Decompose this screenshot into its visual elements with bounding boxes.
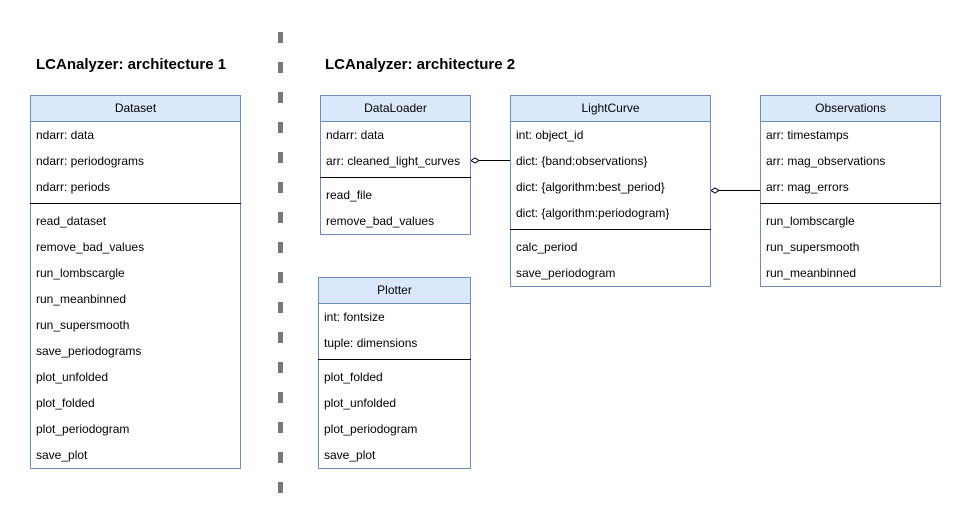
class-method: read_dataset bbox=[36, 214, 107, 228]
class-method: save_periodogram bbox=[516, 266, 616, 280]
class-attribute: int: object_id bbox=[516, 128, 584, 142]
class-method: run_supersmooth bbox=[36, 318, 130, 332]
class-method: remove_bad_values bbox=[36, 240, 145, 254]
class-method: calc_period bbox=[516, 240, 578, 254]
aggregation-lightcurve-observations bbox=[710, 187, 761, 194]
class-method: run_meanbinned bbox=[36, 292, 127, 306]
class-method: run_meanbinned bbox=[766, 266, 857, 280]
class-attribute: ndarr: data bbox=[36, 128, 95, 142]
class-method: save_plot bbox=[36, 448, 88, 462]
class-method: read_file bbox=[326, 188, 373, 202]
class-name: DataLoader bbox=[321, 96, 470, 122]
class-dataset: Dataset ndarr: data ndarr: periodograms nda… bbox=[30, 95, 241, 469]
class-divider bbox=[318, 356, 471, 364]
class-method: plot_unfolded bbox=[324, 396, 397, 410]
class-attribute: dict: {band:observations} bbox=[516, 154, 648, 168]
class-divider bbox=[320, 174, 471, 182]
class-method: plot_folded bbox=[36, 396, 95, 410]
class-method: plot_periodogram bbox=[36, 422, 130, 436]
class-attribute: ndarr: periodograms bbox=[36, 154, 145, 168]
class-divider bbox=[760, 200, 941, 208]
class-observations: Observations arr: timestamps arr: mag_obse… bbox=[760, 95, 941, 287]
heading-architecture-2: LCAnalyzer: architecture 2 bbox=[325, 56, 516, 73]
class-method: run_lombscargle bbox=[36, 266, 125, 280]
class-attribute: int: fontsize bbox=[324, 310, 385, 324]
class-method: plot_folded bbox=[324, 370, 383, 384]
class-attribute: arr: mag_errors bbox=[766, 180, 849, 194]
class-name: Observations bbox=[761, 96, 940, 122]
class-attribute: tuple: dimensions bbox=[324, 336, 418, 350]
class-method: save_periodograms bbox=[36, 344, 142, 358]
class-divider bbox=[510, 226, 711, 234]
class-method: save_plot bbox=[324, 448, 376, 462]
class-lightcurve: LightCurve int: object_id dict: {band:obse… bbox=[510, 95, 711, 287]
class-divider bbox=[30, 200, 241, 208]
class-name: Dataset bbox=[31, 96, 240, 122]
class-attribute: dict: {algorithm:periodogram} bbox=[516, 206, 670, 220]
class-name: Plotter bbox=[319, 278, 470, 304]
class-attribute: ndarr: data bbox=[326, 128, 385, 142]
class-attribute: ndarr: periods bbox=[36, 180, 111, 194]
class-method: remove_bad_values bbox=[326, 214, 435, 228]
class-attribute: arr: cleaned_light_curves bbox=[326, 154, 461, 168]
class-attribute: arr: timestamps bbox=[766, 128, 849, 142]
class-name: LightCurve bbox=[511, 96, 710, 122]
aggregation-dataloader-lightcurve bbox=[470, 157, 511, 164]
class-attribute: dict: {algorithm:best_period} bbox=[516, 180, 665, 194]
class-method: run_lombscargle bbox=[766, 214, 855, 228]
heading-architecture-1: LCAnalyzer: architecture 1 bbox=[36, 56, 227, 73]
class-method: run_supersmooth bbox=[766, 240, 860, 254]
class-method: plot_unfolded bbox=[36, 370, 109, 384]
class-plotter: Plotter int: fontsize tuple: dimensions plo… bbox=[318, 277, 471, 469]
class-attribute: arr: mag_observations bbox=[766, 154, 886, 168]
class-dataloader: DataLoader ndarr: data arr: cleaned_light_… bbox=[320, 95, 471, 235]
class-method: plot_periodogram bbox=[324, 422, 418, 436]
